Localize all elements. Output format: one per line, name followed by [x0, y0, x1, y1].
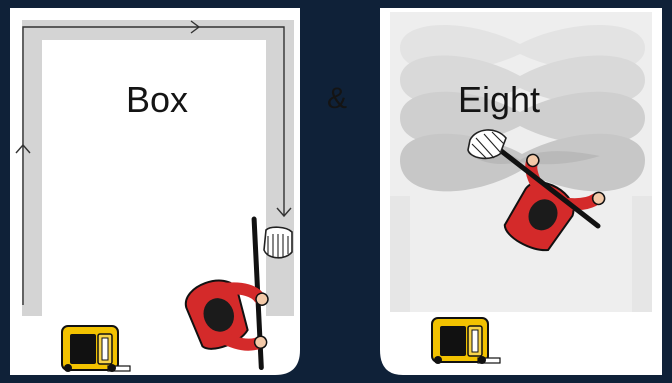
- box-mop-path: [22, 20, 294, 316]
- mop-bucket-icon: [61, 325, 131, 372]
- arrow-up-icon: [15, 143, 31, 154]
- arrow-right-icon: [190, 20, 201, 34]
- eight-side-strip: [632, 196, 652, 312]
- eight-label: Eight: [458, 79, 541, 120]
- mop-bucket-icon: [431, 317, 501, 364]
- janitor-icon: [503, 153, 606, 252]
- box-path-line: [22, 26, 285, 305]
- mop-icon: [467, 129, 507, 160]
- janitor-icon: [185, 216, 269, 371]
- arrow-down-icon: [276, 207, 292, 218]
- ampersand-label: &: [327, 82, 348, 115]
- mop-icon: [263, 226, 293, 259]
- mop-icon: [497, 147, 601, 229]
- eight-panel: [380, 8, 662, 375]
- hair: [528, 199, 558, 231]
- eight-side-strip: [390, 196, 410, 312]
- hair: [203, 298, 235, 332]
- eight-mop-path: [400, 24, 645, 192]
- box-label: Box: [126, 79, 189, 120]
